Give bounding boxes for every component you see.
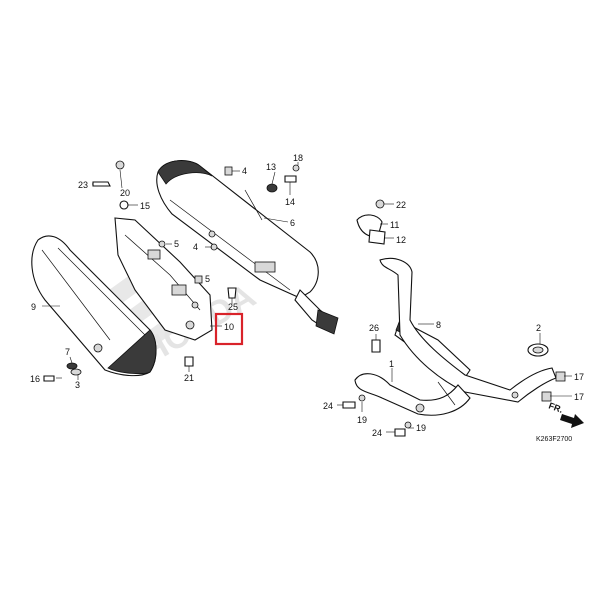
part-9-heat-shield: [31, 235, 157, 377]
callout-11: 11: [390, 220, 399, 230]
part-1-exhaust-pipe: [354, 257, 557, 416]
callout-3: 3: [75, 380, 80, 390]
callout-2: 2: [536, 323, 541, 333]
hardware-parts: [43, 160, 566, 437]
callout-8: 8: [436, 320, 441, 330]
callout-15: 15: [140, 201, 150, 211]
callout-leaders: [42, 162, 572, 433]
part-2-gasket: [527, 343, 549, 357]
callout-17b: 17: [574, 392, 584, 402]
callout-13: 13: [266, 162, 276, 172]
callout-21: 21: [184, 373, 194, 383]
front-arrow-icon: [560, 414, 584, 428]
callout-labels: 23 20 15 5 4 4 5 6 13 14 18 25 10 9 7 16…: [30, 153, 584, 438]
callout-10: 10: [224, 322, 234, 332]
callout-20: 20: [120, 188, 130, 198]
callout-17a: 17: [574, 372, 584, 382]
callout-7: 7: [65, 347, 70, 357]
callout-23: 23: [78, 180, 88, 190]
callout-16: 16: [30, 374, 40, 384]
callout-14: 14: [285, 197, 295, 207]
callout-24a: 24: [323, 401, 333, 411]
callout-5b: 5: [205, 274, 210, 284]
callout-26: 26: [369, 323, 379, 333]
callout-22: 22: [396, 200, 406, 210]
callout-19a: 19: [357, 415, 367, 425]
callout-4b: 4: [242, 166, 247, 176]
diagram-code: K263F2700: [536, 436, 572, 443]
front-label: FR.: [547, 400, 564, 414]
callout-12: 12: [396, 235, 406, 245]
front-arrow: FR.: [547, 400, 584, 428]
callout-4a: 4: [193, 242, 198, 252]
highlight-box: [214, 312, 244, 346]
callout-5a: 5: [174, 239, 179, 249]
callout-6: 6: [290, 218, 295, 228]
part-10-protector: [114, 217, 213, 341]
part-6-muffler: [156, 160, 339, 335]
callout-25: 25: [228, 302, 238, 312]
callout-24b: 24: [372, 428, 382, 438]
callout-19b: 19: [416, 423, 426, 433]
callout-9: 9: [31, 302, 36, 312]
callout-18: 18: [293, 153, 303, 163]
callout-1: 1: [389, 359, 394, 369]
